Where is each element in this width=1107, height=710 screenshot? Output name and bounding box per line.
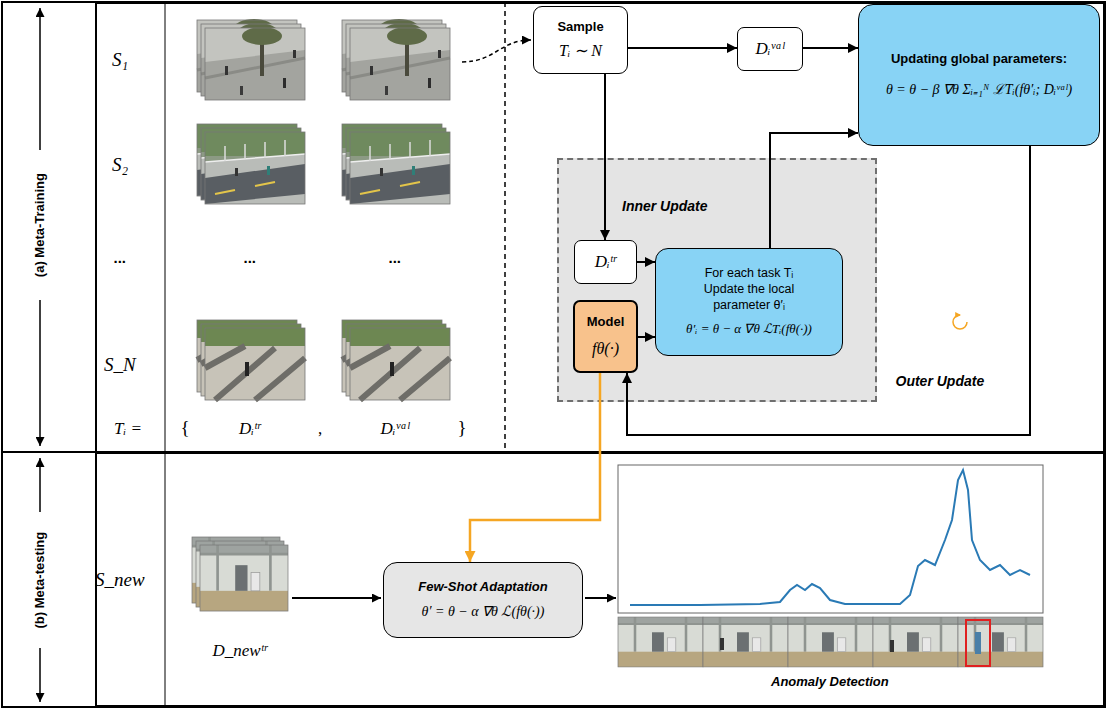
- frame-strip: [703, 617, 788, 667]
- anomaly-chart: [630, 470, 1030, 605]
- node-title: (b) Meta-testing: [32, 532, 48, 629]
- frame-strip: [720, 638, 724, 650]
- node-title: Dᵢᵗʳ: [595, 251, 617, 272]
- connector: [628, 47, 737, 49]
- task-formula: Tᵢ =: [114, 418, 142, 439]
- data-box: Dᵢᵛᵃˡ: [737, 27, 803, 71]
- node-body: Tᵢ ∼ N: [559, 41, 602, 61]
- data-label: D_newᵗʳ: [213, 640, 268, 661]
- flow-arrow: [585, 597, 616, 599]
- flow-arrow: [292, 597, 381, 599]
- sample-link: [462, 40, 531, 62]
- node-title: Few-Shot Adaptation: [418, 579, 548, 595]
- video-frames: [205, 27, 305, 100]
- task-formula: {: [181, 416, 190, 440]
- frame-strip: [703, 617, 788, 667]
- connector: [627, 146, 1030, 435]
- sample-link: [462, 40, 531, 62]
- video-frames: [350, 27, 450, 100]
- anomaly-chart: [618, 465, 1043, 613]
- task-formula: Dᵢᵗʳ: [239, 418, 261, 439]
- frame-strip: [873, 617, 958, 667]
- connector: [638, 336, 655, 338]
- node-title: Sample: [557, 19, 603, 35]
- connector: [803, 47, 858, 49]
- frame-lines: [2, 451, 95, 453]
- update-box: Updating global parameters: θ = θ − β ∇θ …: [858, 4, 1100, 146]
- connector: [604, 74, 606, 240]
- frame-lines: [504, 2, 506, 452]
- video-frames: [350, 132, 450, 204]
- ellipsis: ...: [389, 249, 402, 268]
- update-box: For each task Tᵢ Update the local parame…: [655, 248, 843, 356]
- frame-lines: [165, 2, 166, 707]
- frame-strip: [788, 617, 873, 667]
- video-frames: [205, 328, 305, 400]
- frame-strip: [618, 617, 1043, 667]
- loop-label: Outer Update: [896, 373, 985, 391]
- node-title: (a) Meta-Training: [32, 173, 48, 277]
- task-formula: }: [458, 416, 467, 440]
- frame-strip: [966, 620, 990, 666]
- ellipsis: ...: [244, 249, 257, 268]
- scene-label: S₁: [112, 48, 128, 72]
- scene-label: S₂: [112, 153, 128, 177]
- task-formula: Dᵢᵛᵃˡ: [381, 418, 410, 439]
- video-frames: [192, 19, 450, 611]
- ellipsis: ...: [114, 249, 127, 268]
- node-body: θ′ = θ − α ∇θ ℒ(fθ(·)): [422, 603, 545, 621]
- frame-strip: [890, 640, 894, 652]
- frame-strip: [873, 617, 958, 667]
- node-title: Inner Update: [622, 198, 708, 216]
- cycle-icon: [953, 315, 967, 329]
- frame-strip: [958, 617, 1043, 667]
- connector: [470, 373, 600, 562]
- frame-strip: [975, 632, 981, 654]
- phase-arrow: [39, 458, 41, 512]
- process-box: Sample Tᵢ ∼ N: [533, 6, 628, 74]
- node-body: fθ(·): [592, 339, 619, 359]
- phase-arrow: [39, 648, 41, 702]
- video-frames: [200, 545, 288, 611]
- connector: [637, 261, 655, 263]
- node-body: θ′ᵢ = θ − α ∇θ ℒTᵢ(fθ(·)): [686, 321, 812, 337]
- node-title: Updating global parameters:: [891, 51, 1067, 67]
- frame-strip: [788, 617, 873, 667]
- phase-arrow: [39, 8, 41, 150]
- phase-arrow: [39, 300, 41, 446]
- video-frames: [200, 545, 288, 611]
- node-title: For each task Tᵢ Update the local parame…: [683, 266, 815, 313]
- frame-strip: [618, 617, 703, 667]
- anomaly-chart: [618, 465, 1043, 613]
- node-body: θ = θ − β ∇θ Σᵢ₌₁ᴺ ℒTᵢ(fθ′ᵢ; Dᵢᵛᵃˡ): [886, 81, 1072, 99]
- frame-strip: [618, 617, 703, 667]
- node-title: Model: [587, 314, 625, 330]
- frame-strip: [958, 617, 1043, 667]
- scene-label: S_N: [104, 353, 136, 377]
- video-frames: [350, 328, 450, 400]
- video-frames: [205, 132, 305, 204]
- data-box: Dᵢᵗʳ: [574, 240, 637, 284]
- scene-label: S_new: [95, 568, 145, 592]
- model-box: Model fθ(·): [573, 300, 638, 373]
- node-title: Dᵢᵛᵃˡ: [756, 38, 785, 59]
- connector: [770, 133, 858, 248]
- caption-label: Anomaly Detection: [771, 674, 889, 690]
- task-formula: ,: [318, 418, 322, 439]
- adaptation-box: Few-Shot Adaptation θ′ = θ − α ∇θ ℒ(fθ(·)…: [383, 562, 583, 638]
